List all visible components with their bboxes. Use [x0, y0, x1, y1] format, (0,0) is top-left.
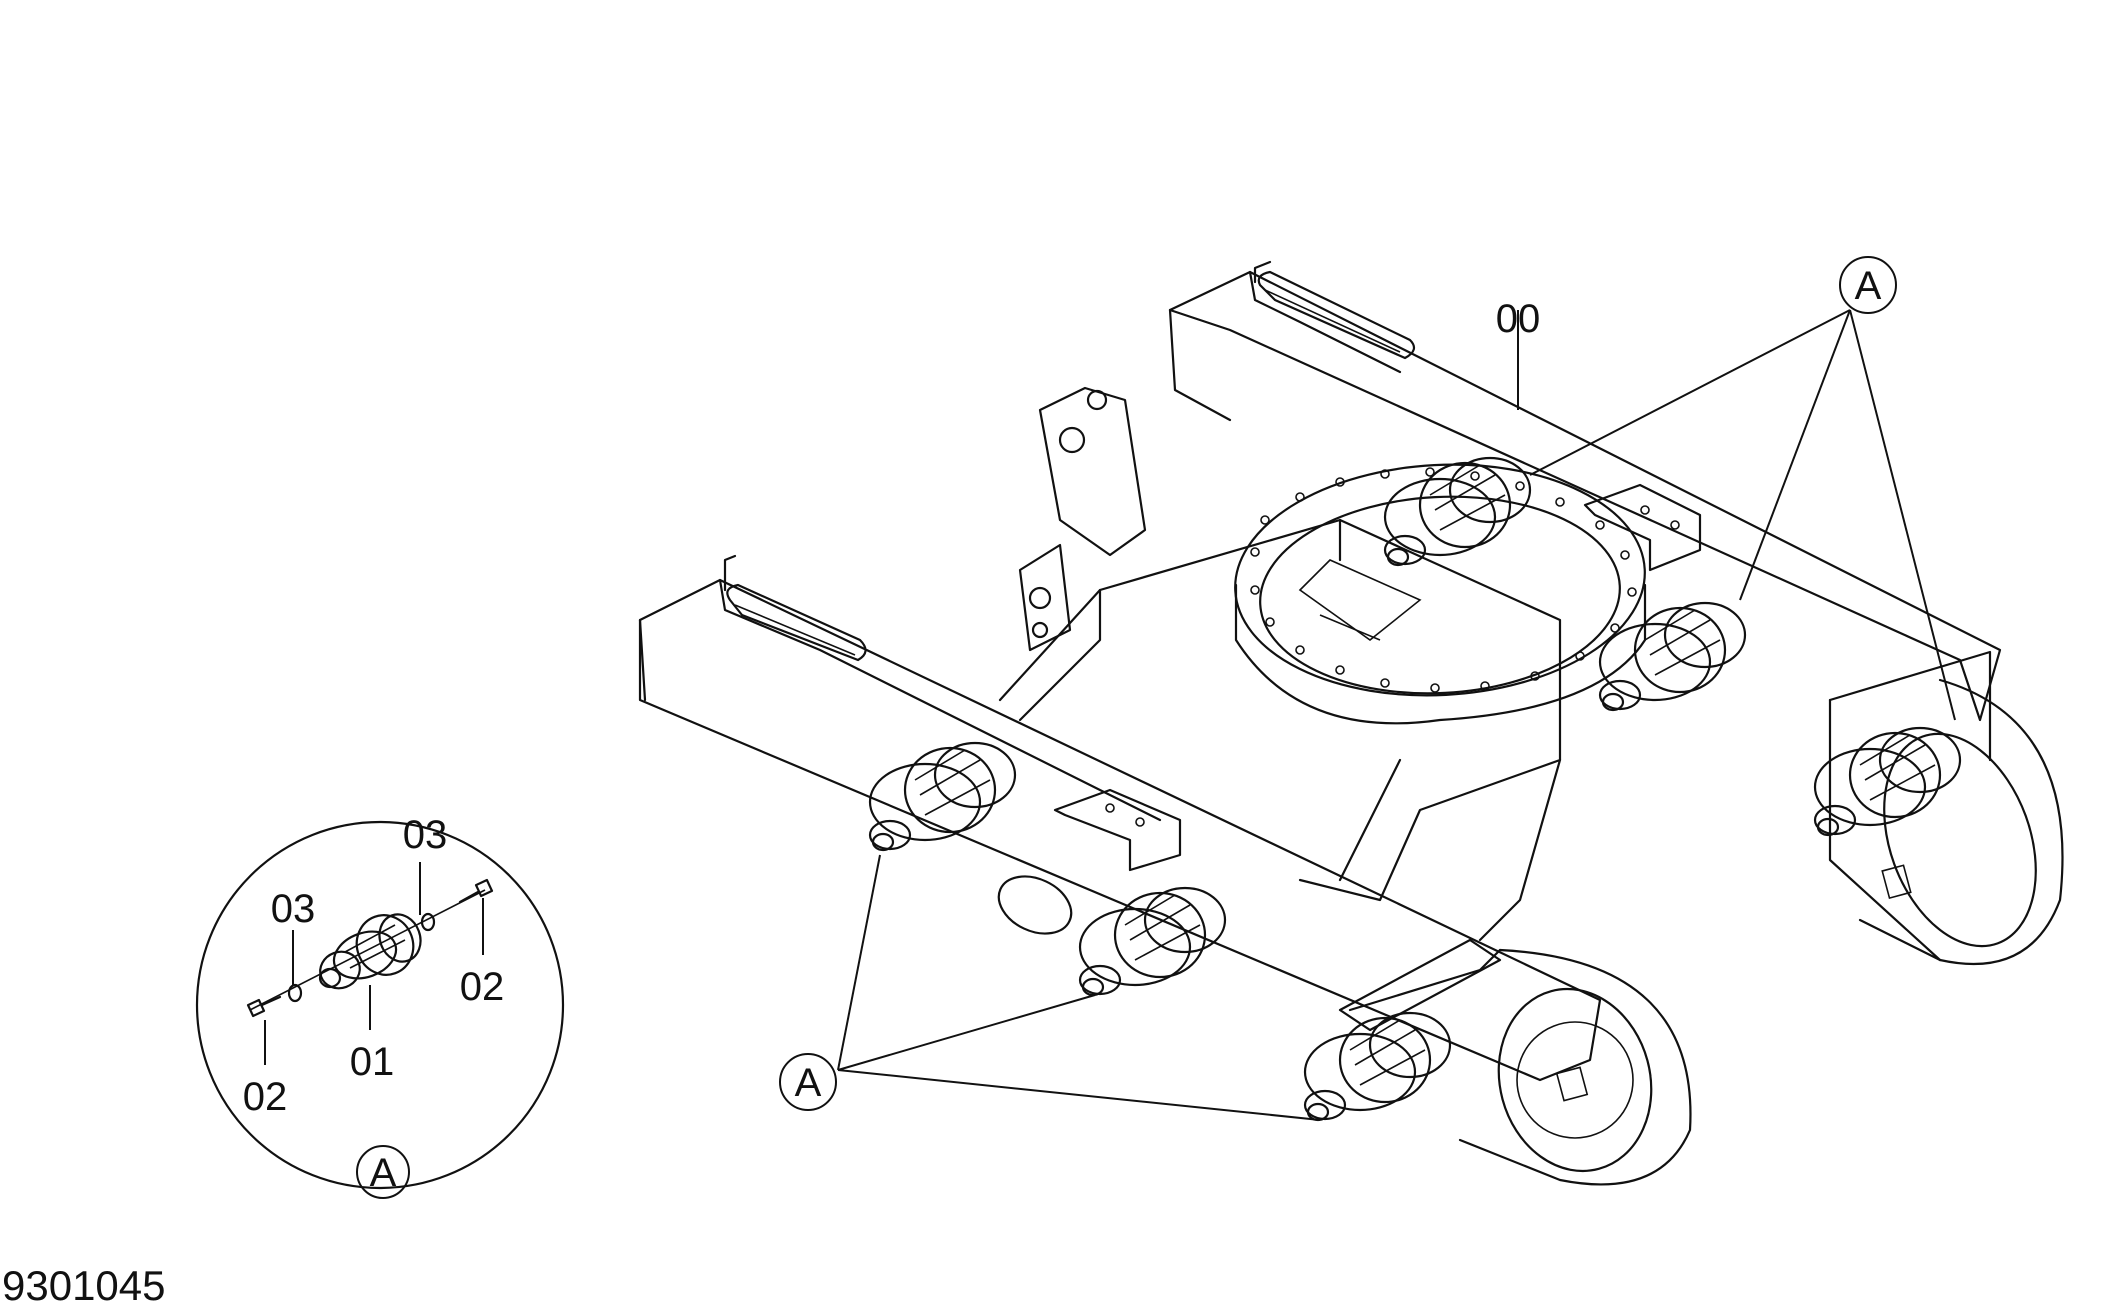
roller-front-1 [868, 741, 1017, 852]
label-washer-right: 03 [403, 813, 448, 857]
label-washer-left: 03 [271, 887, 316, 931]
callout-a-bottom-left: A [779, 1053, 837, 1111]
figure-number: 9301045 [2, 1262, 166, 1309]
svg-text:A: A [795, 1061, 822, 1105]
washer-left [287, 983, 303, 1003]
undercarriage-frame [638, 260, 2064, 1186]
svg-text:A: A [1855, 264, 1882, 308]
label-roller: 01 [350, 1040, 395, 1084]
bolt-right [458, 878, 494, 904]
roller-rear-2 [1598, 601, 1747, 712]
part-label-frame: 00 [1496, 297, 1541, 341]
label-bolt-left: 02 [243, 1075, 288, 1119]
roller-front-3 [1303, 1011, 1452, 1122]
detail-a: 03 03 02 02 01 A [195, 813, 565, 1199]
roller-rear-1 [1383, 456, 1532, 567]
track-rollers [868, 456, 1962, 1122]
label-bolt-right: 02 [460, 965, 505, 1009]
washer-right [420, 912, 436, 932]
svg-text:A: A [370, 1151, 397, 1195]
roller-rear-3 [1813, 726, 1962, 837]
callout-leaders [837, 309, 1956, 1121]
bolt-left [246, 995, 282, 1018]
callout-a-top-right: A [1839, 256, 1897, 314]
detail-roller [318, 913, 422, 990]
detail-ref-bubble: A [356, 1145, 410, 1199]
roller-front-2 [1078, 886, 1227, 997]
